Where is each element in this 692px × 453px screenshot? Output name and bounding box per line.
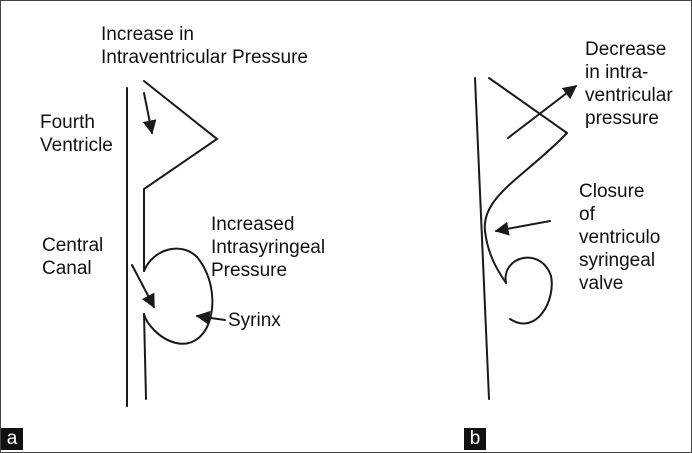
panel-b-closed-valve-outline [483, 132, 568, 284]
panel-a-tag: a [1, 428, 23, 450]
label-syrinx: Syrinx [228, 310, 281, 331]
label-central-canal: Central Canal [42, 235, 104, 279]
panel-a-pressure-arrow [142, 92, 157, 135]
panel-a-central-canal-arrow [131, 264, 155, 309]
label-decrease-in-intraventricular-pressure: Decrease in intra- ventricular pressure [585, 39, 673, 129]
label-increased-intrasyringeal-pressure: Increased Intrasyringeal Pressure [211, 214, 326, 281]
panel-b-drawing [474, 77, 578, 400]
panel-b-syrinx-outline [504, 256, 553, 325]
label-increase-in-intraventricular-pressure: Increase in Intraventricular Pressure [101, 24, 308, 68]
panel-a-syrinx-outline [143, 256, 214, 345]
panel-b-closure-arrow [494, 220, 551, 236]
panel-b-tag: b [464, 428, 486, 450]
panel-b-decrease-arrow [507, 85, 578, 139]
panel-b-collapsed-ventricle-upper [488, 77, 568, 134]
panel-b-spinal-cord-wall [474, 77, 490, 400]
panel-a-syrinx-upper-outline [143, 247, 198, 272]
panel-a-drawing [126, 80, 226, 407]
label-fourth-ventricle: Fourth Ventricle [40, 112, 113, 156]
label-closure-of-ventriculosyringeal-valve: Closure of ventriculo syringeal valve [579, 181, 661, 294]
panel-a-lower-canal-wall [143, 313, 147, 400]
panel-a-syrinx-arrow [195, 310, 226, 325]
panel-a-fourth-ventricle-outline [143, 80, 219, 272]
